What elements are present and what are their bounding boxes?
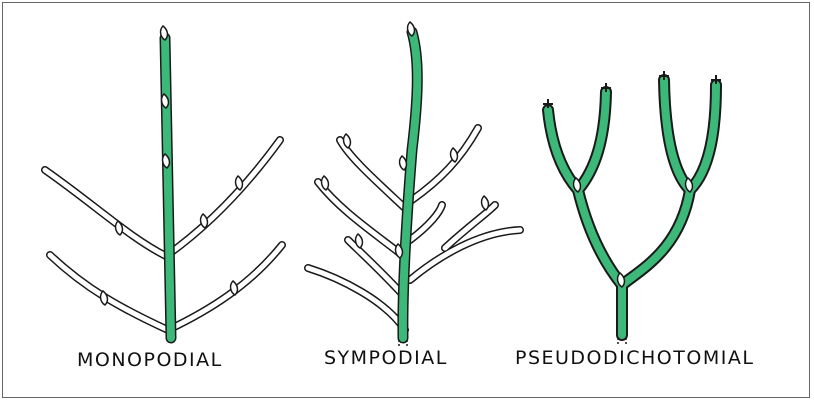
label-pseudodichotomial: PSEUDODICHOTOMIAL — [515, 347, 754, 369]
pseudodichotomial-tree — [543, 71, 721, 346]
label-sympodial: SYMPODIAL — [324, 347, 448, 369]
label-monopodial: MONOPODIAL — [77, 349, 223, 371]
sympodial-tree — [308, 22, 520, 346]
monopodial-tree — [45, 26, 282, 338]
mono-branch-right-upper — [166, 140, 280, 256]
symp-branch-right-low — [410, 230, 520, 280]
bud-icon — [400, 156, 407, 170]
mono-branch-left-lower — [50, 255, 168, 330]
symp-branch-right-top — [412, 128, 478, 200]
bud-icon — [482, 196, 489, 210]
bud-icon — [101, 291, 108, 305]
mono-branch-right-lower — [168, 245, 282, 330]
